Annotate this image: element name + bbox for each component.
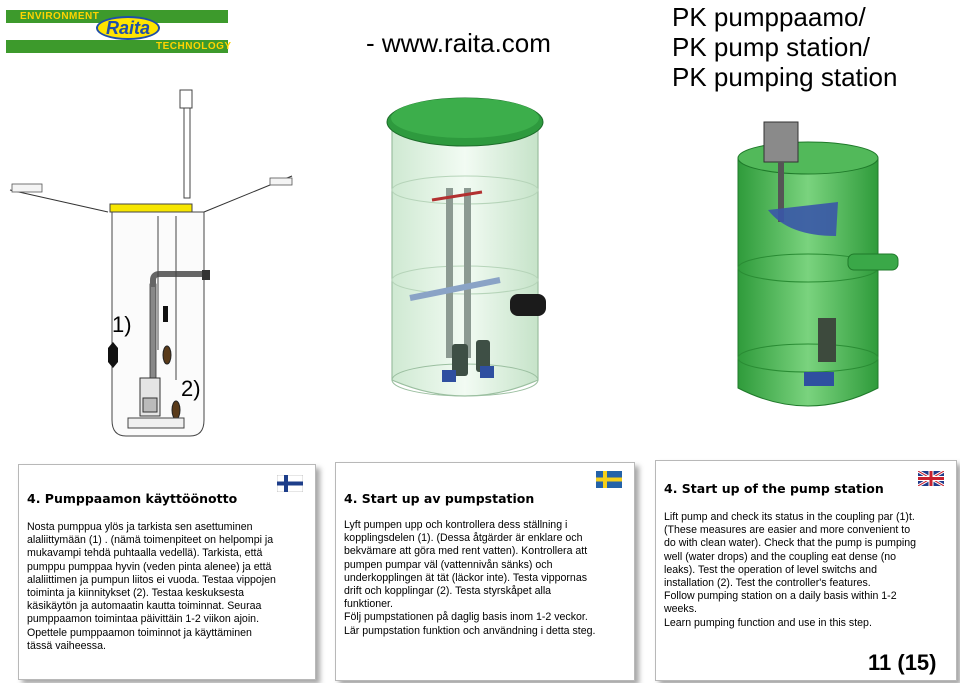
logo-band-technology: TECHNOLOGY [6, 40, 231, 53]
text-line: kopplingsdelen (1). (Dessa åtgärder är e… [344, 532, 583, 545]
text-line: alaliittymään (1) . (nämä toimenpiteet o… [27, 534, 274, 547]
text-line: mukavampi tehdä puhtaalla vedellä). Tark… [27, 547, 263, 560]
raita-logo: ENVIRONMENT TECHNOLOGY Raita [6, 2, 231, 60]
green-tank-render [737, 121, 899, 407]
text-line: Följ pumpstationen på daglig basis inom … [344, 611, 588, 624]
panel-english: 4. Start up of the pump station Lift pum… [655, 460, 957, 681]
panel-finnish: 4. Pumppaamon käyttöönotto Nosta pumppua… [18, 464, 316, 680]
title-line-en: PK pumping station [672, 62, 898, 92]
transparent-tank-render [386, 97, 546, 397]
text-line: Opettele pumppaamon toiminnot ja käyttäm… [27, 626, 252, 639]
text-line: funktioner. [344, 598, 393, 611]
text-line: well (water drops) and the coupling eat … [664, 550, 897, 563]
cross-section-drawing [9, 89, 293, 437]
title-line-fi: PK pumppaamo/ [672, 2, 866, 32]
callout-1: 1) [112, 312, 132, 337]
text-line: weeks. [664, 603, 697, 616]
text-line: käsikäytön ja automaatin kautta toiminna… [27, 600, 262, 613]
panel-heading-fi: 4. Pumppaamon käyttöönotto [27, 491, 238, 506]
page-number: 11 (15) [868, 650, 937, 675]
text-line: Lyft pumpen upp och kontrollera dess stä… [344, 519, 568, 531]
text-line: installation (2). Test the controller's … [664, 577, 871, 590]
text-line: Nosta pumppua ylös ja tarkista sen asett… [27, 521, 253, 533]
callout-2: 2) [181, 376, 201, 401]
title-line-se: PK pump station/ [672, 32, 870, 62]
text-line: Lär pumpstation funktion och användning … [344, 624, 596, 637]
text-line: Lift pump and check its status in the co… [664, 511, 915, 523]
panel-heading-se: 4. Start up av pumpstation [344, 491, 535, 506]
text-line: bekvämare att göra med rent vatten). Kon… [344, 545, 588, 558]
logo-brand-name: Raita [96, 16, 160, 40]
panel-swedish: 4. Start up av pumpstation Lyft pumpen u… [335, 462, 635, 681]
text-line: (These measures are easier and more conv… [664, 524, 911, 537]
text-line: leaks). Test the operation of level swit… [664, 563, 877, 576]
text-line: alaliittimen ja pumpun liitos ei vuoda. … [27, 573, 276, 586]
text-line: Learn pumping function and use in this s… [664, 616, 872, 629]
text-line: do with clean water). Check that the pum… [664, 537, 917, 550]
panel-body-se: Lyft pumpen upp och kontrollera dess stä… [344, 519, 595, 638]
page-title: PK pumppaamo/ PK pump station/ PK pumpin… [672, 2, 897, 92]
finland-flag-icon [277, 475, 303, 492]
website-url: - www.raita.com [366, 28, 551, 58]
panel-body-en: Lift pump and check its status in the co… [664, 511, 916, 630]
text-line: pumpen pumpar väl (vattennivån sänks) oc… [344, 558, 553, 571]
text-line: drift och kopplingar (2). Testa styrskåp… [344, 585, 552, 598]
sweden-flag-icon [596, 471, 622, 488]
text-line: Follow pumping station on a daily basis … [664, 590, 897, 603]
text-line: toiminta ja kiinnitykset (2). Testaa kes… [27, 587, 245, 600]
text-line: underkopplingen ät tät (läckor inte). Te… [344, 571, 588, 584]
text-line: pumppu pumppaa hyvin (veden pinta alenee… [27, 560, 272, 573]
uk-flag-icon [918, 471, 944, 486]
text-line: pumppaamon toimintaa päivittäin 1-2 viik… [27, 613, 260, 626]
panel-body-fi: Nosta pumppua ylös ja tarkista sen asett… [27, 521, 276, 653]
text-line: tässä vaiheessa. [27, 639, 106, 652]
panel-heading-en: 4. Start up of the pump station [664, 481, 884, 496]
